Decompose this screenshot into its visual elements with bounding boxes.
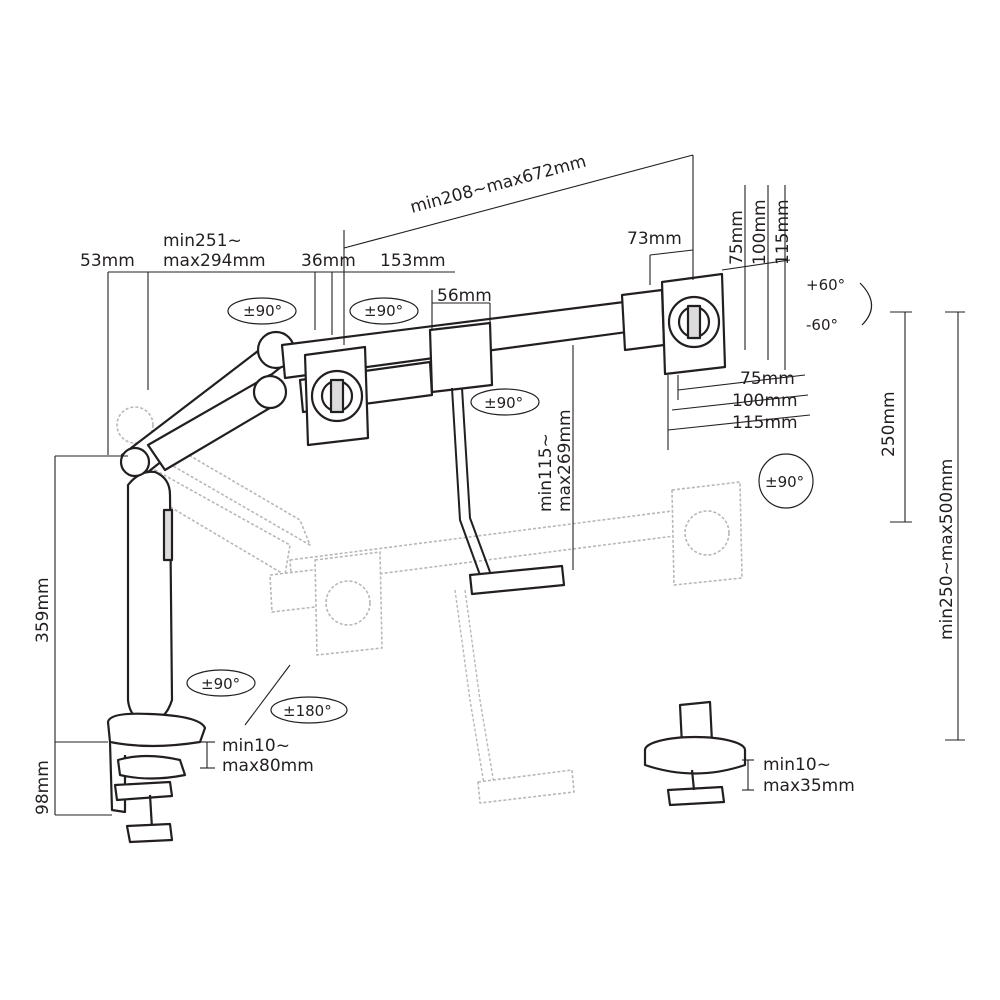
- clamp-range-line1: min10~: [222, 736, 290, 756]
- tilt-down-label: -60°: [806, 316, 838, 334]
- grommet-range-line1: min10~: [763, 755, 831, 775]
- vesa-h75-label: 75mm: [740, 369, 795, 389]
- rotation-arrows: [186, 282, 873, 724]
- offset-36-label: 36mm: [301, 251, 356, 271]
- reach-label-line1: min251~: [163, 231, 242, 251]
- pole-assembly: [106, 470, 207, 748]
- handle-height-label-line2: max269mm: [555, 409, 575, 512]
- pole-rotate-arrow-icon: [270, 696, 348, 724]
- head-swivel-label: ±90°: [364, 302, 403, 320]
- arm-swivel-arrow-icon: [227, 297, 297, 325]
- crossbar-swivel-label: ±90°: [484, 394, 523, 412]
- vesa-h100-label: 100mm: [732, 391, 798, 411]
- grommet-range-line2: max35mm: [763, 776, 855, 796]
- dimension-lines: [54, 154, 965, 816]
- pole-rotate-label: ±180°: [283, 702, 332, 720]
- tilt-arrow-icon: [859, 282, 873, 326]
- vesa-v75-label: 75mm: [727, 210, 747, 265]
- screen-rotate-arrow-icon: [758, 453, 814, 509]
- screen-rotate-label: ±90°: [765, 473, 804, 491]
- vesa-h115-label: 115mm: [732, 413, 798, 433]
- head-swivel-arrow-icon: [349, 297, 419, 325]
- desk-clamp: [108, 741, 187, 844]
- offset-73-label: 73mm: [627, 229, 682, 249]
- arm-extension-label: min208~max672mm: [408, 152, 588, 218]
- dimension-labels: min208~max672mm 73mm 53mm min251~ max294…: [33, 152, 957, 815]
- offset-153-label: 153mm: [380, 251, 446, 271]
- offset-53-label: 53mm: [80, 251, 135, 271]
- gas-spring-arm: [119, 330, 302, 478]
- tilt-up-label: +60°: [806, 276, 845, 294]
- base-swivel-arrow-icon: [186, 669, 256, 697]
- reach-label-line2: max294mm: [163, 251, 266, 271]
- crossbar-swivel-arrow-icon: [470, 388, 540, 416]
- rotation-labels: ±90° ±90° ±90° +60° -60° ±90° ±90° ±180°: [201, 276, 845, 720]
- offset-56-label: 56mm: [437, 286, 492, 306]
- handle: [451, 387, 566, 596]
- pole-height-label: 359mm: [33, 577, 53, 643]
- vesa-plate-left: [303, 345, 370, 447]
- vesa-v100-label: 100mm: [750, 199, 770, 265]
- arm-swivel-label: ±90°: [243, 302, 282, 320]
- base-swivel-label: ±90°: [201, 675, 240, 693]
- total-height-label: min250~max500mm: [937, 459, 957, 640]
- vesa-v115-label: 115mm: [773, 199, 793, 265]
- vesa-plate-right: [660, 272, 727, 376]
- handle-height-label-line1: min115~: [536, 433, 556, 512]
- ghost-lowered-arm: [116, 406, 743, 804]
- clamp-range-line2: max80mm: [222, 756, 314, 776]
- base-height-label: 98mm: [33, 760, 53, 815]
- vertical-travel-label: 250mm: [879, 391, 899, 457]
- grommet-base: [643, 700, 747, 807]
